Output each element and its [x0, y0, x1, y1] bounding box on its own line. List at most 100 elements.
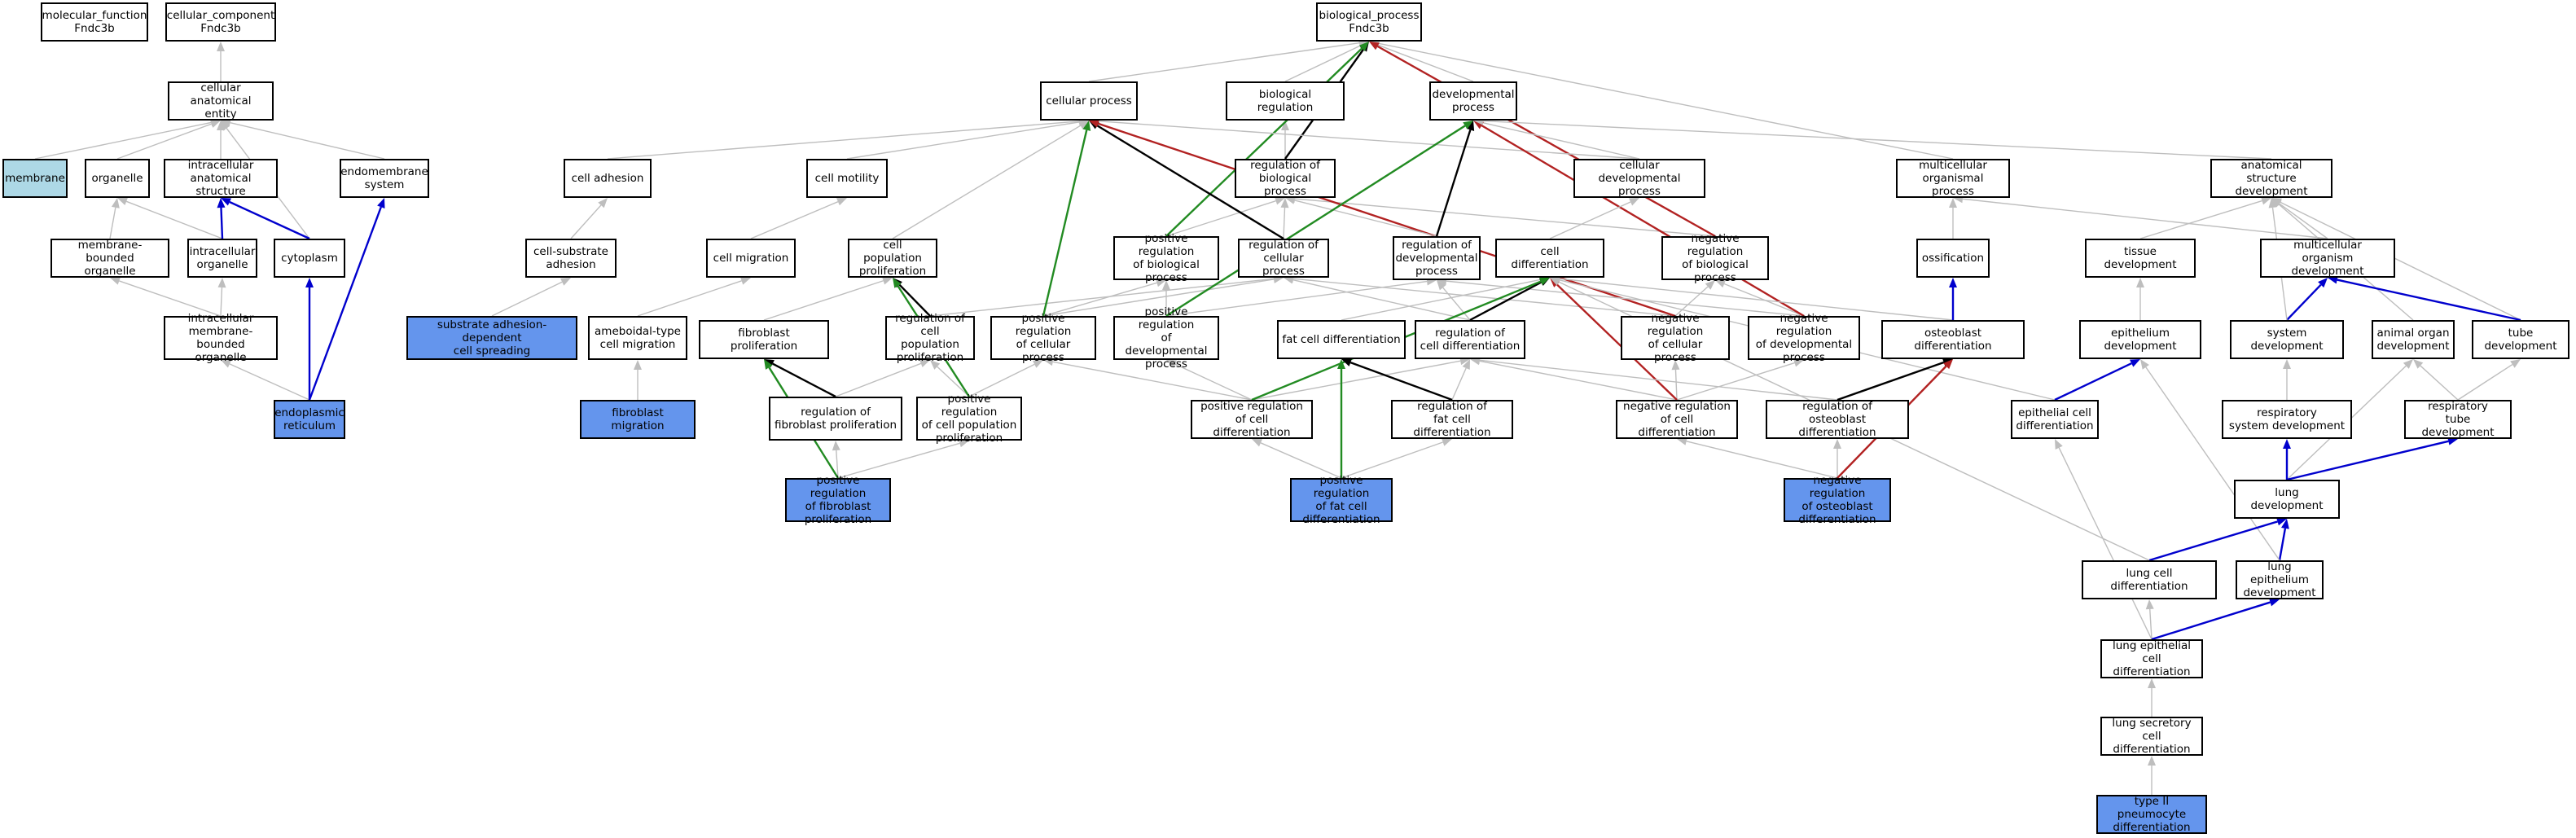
node-positive-regulation-of-fibroblast-proliferation[interactable]: positive regulation of fibroblast prolif…: [785, 474, 891, 526]
edge-is_a-neg_reg_cp-to-reg_cp: [1292, 278, 1676, 317]
edge-arrowhead-reg_dev-to-reg_bp: [1285, 196, 1296, 204]
edge-arrowhead-pos_reg_cd-to-cell_diff: [1539, 277, 1550, 286]
node-membrane[interactable]: membrane: [2, 159, 68, 198]
node-animal-organ-development[interactable]: animal organ development: [2372, 320, 2455, 359]
node-type-ii-pneumocyte-differentiation[interactable]: type II pneumocyte differentiation: [2096, 795, 2207, 834]
node-cell-substrate-adhesion[interactable]: cell-substrate adhesion: [525, 239, 617, 278]
edge-arrowhead-neg_reg_ost-to-reg_ost: [1833, 439, 1841, 449]
edge-is_a-mod-to-mop: [1962, 198, 2328, 239]
node-cell-adhesion[interactable]: cell adhesion: [564, 159, 652, 198]
node-negative-regulation-of-cellular-process[interactable]: negative regulation of cellular process: [1621, 312, 1730, 364]
node-intracellular-membrane-bounded-organelle[interactable]: intracellular membrane-bounded organelle: [164, 312, 278, 364]
edge-arrowhead-reg_cd-to-reg_cp: [1284, 275, 1294, 284]
node-fibroblast-proliferation[interactable]: fibroblast proliferation: [699, 320, 829, 359]
node-lung-development[interactable]: lung development: [2234, 480, 2340, 519]
node-cellular-process[interactable]: cellular process: [1040, 81, 1138, 121]
node-multicellular-organism-development[interactable]: multicellular organism development: [2260, 239, 2395, 278]
edge-is_a-pos_reg_cpp-to-pos_reg_cp: [968, 363, 1035, 397]
edge-arrowhead-pos_reg_fat-to-pos_reg_cd: [1252, 439, 1262, 447]
node-developmental-process[interactable]: developmental process: [1429, 81, 1517, 121]
node-endoplasmic-reticulum[interactable]: endoplasmic reticulum: [274, 400, 345, 439]
edge-is_a-neg_reg_cd-to-neg_reg_cp: [1674, 369, 1678, 401]
edge-regulates-reg_fib-to-fib_prolif: [772, 362, 836, 398]
edge-arrowhead-epi_cell_diff-to-epi_dev: [2130, 359, 2140, 367]
node-cell-differentiation[interactable]: cell differentiation: [1495, 239, 1604, 278]
node-respiratory-system-development[interactable]: respiratory system development: [2222, 400, 2352, 439]
node-ossification[interactable]: ossification: [1916, 239, 1990, 278]
edge-negatively_regulates-neg_reg_cp-to-cell_process: [1098, 122, 1676, 318]
edge-positively_regulates-pos_reg_cp-to-cell_process: [1042, 129, 1088, 317]
edge-is_a-csa-to-cell_adhesion: [570, 204, 602, 239]
node-positive-regulation-of-cell-differentiation[interactable]: positive regulation of cell differentiat…: [1191, 400, 1313, 439]
node-system-development[interactable]: system development: [2230, 320, 2344, 359]
edge-arrowhead-reg_bp-to-bio_reg: [1281, 121, 1289, 130]
node-substrate-adhesion-dependent-cell-spreading[interactable]: substrate adhesion-dependent cell spread…: [406, 316, 577, 360]
node-epithelium-development[interactable]: epithelium development: [2079, 320, 2201, 359]
node-cytoplasm[interactable]: cytoplasm: [274, 239, 345, 278]
edge-negatively_regulates-neg_reg_cd-to-cell_diff: [1556, 283, 1678, 401]
node-lung-secretory-cell-differentiation[interactable]: lung secretory cell differentiation: [2100, 717, 2203, 756]
edge-is_a-neg_reg_cp-to-neg_reg_bp: [1674, 286, 1709, 317]
edge-arrowhead-resp_tube-to-tube_dev: [2510, 359, 2521, 368]
node-lung-epithelial-cell-differentiation[interactable]: lung epithelial cell differentiation: [2100, 639, 2203, 678]
node-positive-regulation-of-fat-cell-differentiation[interactable]: positive regulation of fat cell differen…: [1290, 474, 1393, 526]
edge-arrowhead-sys_dev-to-mod: [2318, 278, 2328, 288]
node-cellular-developmental-process[interactable]: cellular developmental process: [1573, 159, 1705, 198]
edge-is_a-pos_reg_fat-to-reg_fat: [1341, 441, 1443, 479]
node-fibroblast-migration[interactable]: fibroblast migration: [580, 400, 696, 439]
node-anatomical-structure-development[interactable]: anatomical structure development: [2210, 159, 2332, 198]
node-lung-cell-differentiation[interactable]: lung cell differentiation: [2082, 560, 2217, 599]
node-biological-regulation[interactable]: biological regulation: [1226, 81, 1345, 121]
node-positive-regulation-of-cellular-process[interactable]: positive regulation of cellular process: [990, 312, 1096, 364]
node-negative-regulation-of-cell-differentiation[interactable]: negative regulation of cell differentiat…: [1616, 400, 1738, 439]
edge-arrowhead-neg_reg_cp-to-cell_process: [1089, 120, 1099, 128]
edge-is_a-neg_reg_cd-to-neg_reg_dev: [1676, 362, 1795, 401]
node-regulation-of-osteoblast-differentiation[interactable]: regulation of osteoblast differentiation: [1766, 400, 1909, 439]
edge-arrowhead-pos_reg_cpp-to-cpp: [893, 278, 902, 288]
node-cell-population-proliferation[interactable]: cell population proliferation: [848, 239, 937, 278]
node-intracellular-organelle[interactable]: intracellular organelle: [187, 239, 257, 278]
node-regulation-of-fat-cell-differentiation[interactable]: regulation of fat cell differentiation: [1391, 400, 1513, 439]
node-membrane-bounded-organelle[interactable]: membrane-bounded organelle: [50, 239, 169, 278]
node-regulation-of-biological-process[interactable]: regulation of biological process: [1235, 159, 1336, 198]
node-epithelial-cell-differentiation[interactable]: epithelial cell differentiation: [2011, 400, 2099, 439]
edge-arrowhead-lung_cell_diff-to-lung_dev: [2276, 517, 2287, 526]
edge-arrowhead-csa-to-cell_adhesion: [598, 198, 608, 208]
node-positive-regulation-of-biological-process[interactable]: positive regulation of biological proces…: [1113, 232, 1219, 284]
node-negative-regulation-of-biological-process[interactable]: negative regulation of biological proces…: [1661, 232, 1769, 284]
node-tube-development[interactable]: tube development: [2472, 320, 2569, 359]
node-regulation-of-cell-population-proliferation[interactable]: regulation of cell population proliferat…: [885, 312, 975, 364]
node-organelle[interactable]: organelle: [85, 159, 150, 198]
node-regulation-of-cell-differentiation[interactable]: regulation of cell differentiation: [1415, 320, 1525, 359]
node-negative-regulation-of-osteoblast-differentiation[interactable]: negative regulation of osteoblast differ…: [1784, 474, 1891, 526]
node-cell-migration[interactable]: cell migration: [706, 239, 796, 278]
edge-is_a-tube_dev-to-asd: [2280, 201, 2521, 321]
node-regulation-of-developmental-process[interactable]: regulation of developmental process: [1393, 236, 1481, 280]
node-endomembrane-system[interactable]: endomembrane system: [340, 159, 429, 198]
node-lung-epithelium-development[interactable]: lung epithelium development: [2236, 560, 2324, 599]
edge-part_of-tube_dev-to-mod: [2337, 279, 2521, 322]
node-respiratory-tube-development[interactable]: respiratory tube development: [2404, 400, 2512, 439]
node-tissue-development[interactable]: tissue development: [2085, 239, 2196, 278]
node-cell-motility[interactable]: cell motility: [806, 159, 888, 198]
node-biological-process[interactable]: biological_process Fndc3b: [1316, 2, 1422, 42]
node-regulation-of-cellular-process[interactable]: regulation of cellular process: [1238, 239, 1329, 278]
node-intracellular-anatomical-structure[interactable]: intracellular anatomical structure: [164, 159, 278, 198]
node-fat-cell-differentiation[interactable]: fat cell differentiation: [1277, 320, 1406, 359]
node-osteoblast-differentiation[interactable]: osteoblast differentiation: [1881, 320, 2025, 359]
node-positive-regulation-of-developmental-process[interactable]: positive regulation of developmental pro…: [1113, 305, 1219, 371]
node-cellular-anatomical-entity[interactable]: cellular anatomical entity: [168, 81, 274, 121]
node-molecular-function[interactable]: molecular_function Fndc3b: [41, 2, 148, 42]
edge-arrowhead-pos_reg_fat-to-reg_fat: [1442, 438, 1452, 446]
edge-arrowhead-tissue_dev-to-asd: [2261, 196, 2271, 205]
edge-regulates-reg_fat-to-fat_diff: [1349, 362, 1453, 401]
node-ameboidal-type-cell-migration[interactable]: ameboidal-type cell migration: [588, 316, 687, 360]
node-cellular-component[interactable]: cellular_component Fndc3b: [165, 2, 276, 42]
node-regulation-of-fibroblast-proliferation[interactable]: regulation of fibroblast proliferation: [769, 397, 902, 441]
edge-arrowhead-neg_reg_ost-to-neg_reg_cd: [1677, 437, 1687, 445]
node-multicellular-organismal-process[interactable]: multicellular organismal process: [1896, 159, 2010, 198]
edge-is_a-neg_reg_bp-to-reg_bp: [1294, 198, 1716, 237]
node-negative-regulation-of-developmental-process[interactable]: negative regulation of developmental pro…: [1748, 312, 1860, 364]
node-positive-regulation-of-cell-population-proliferation[interactable]: positive regulation of cell population p…: [916, 393, 1022, 445]
